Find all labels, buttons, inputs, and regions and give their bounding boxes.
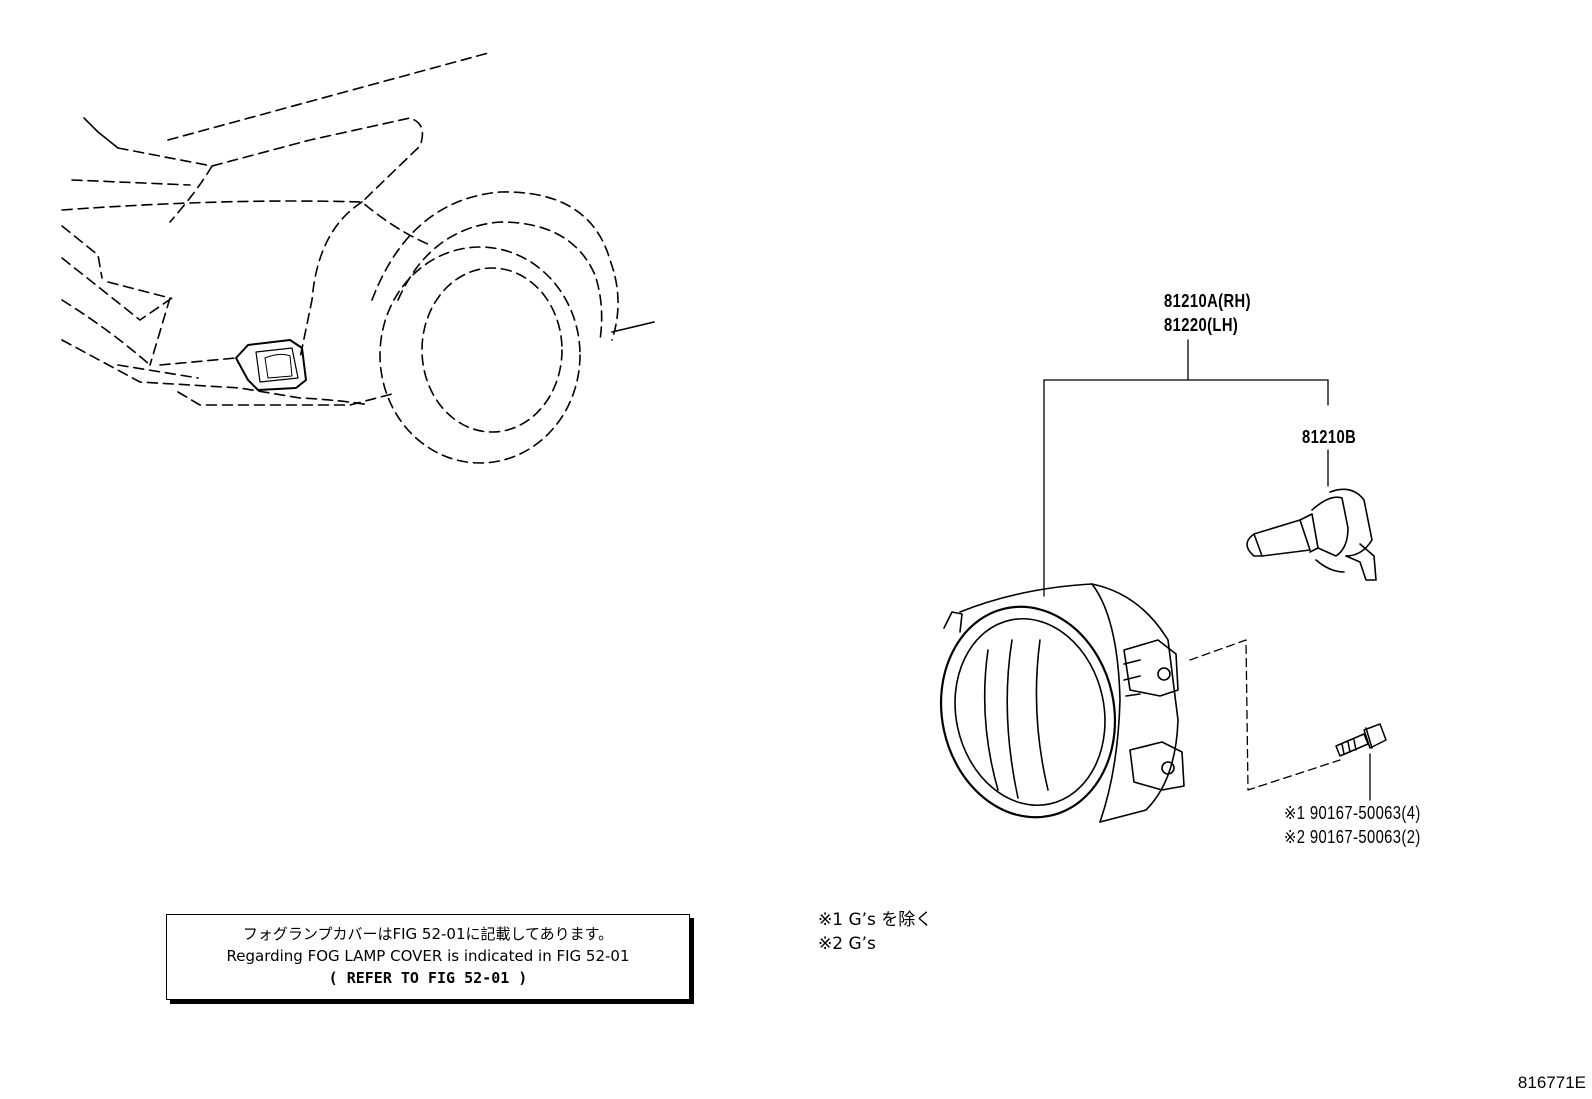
callout-bolt-2: ※2 90167-50063(2) — [1284, 827, 1421, 847]
legend-item-2: ※2 G’s — [818, 934, 876, 954]
vehicle-solid-lines — [83, 117, 655, 391]
note-refer: ( REFER TO FIG 52-01 ) — [328, 969, 528, 987]
callout-81220-lh: 81220(LH) — [1164, 315, 1239, 335]
legend-item-1: ※1 G’s を除く — [818, 910, 933, 930]
fog-lamp-assembly — [939, 583, 1185, 823]
callout-81210A-rh: 81210A(RH) — [1164, 291, 1251, 311]
note-japanese: フォグランプカバーはFIG 52-01に記載してあります。 — [242, 925, 614, 943]
vehicle-outline — [61, 51, 619, 464]
leader-lines — [1043, 339, 1371, 801]
bolt — [1335, 723, 1387, 757]
reference-note-box: フォグランプカバーはFIG 52-01に記載してあります。 Regarding … — [166, 914, 690, 1000]
figure-id: 816771E — [1517, 1073, 1586, 1092]
bolt-install-path — [1189, 639, 1341, 791]
callout-81210B-bulb: 81210B — [1302, 427, 1357, 447]
callout-bolt-1: ※1 90167-50063(4) — [1284, 803, 1421, 823]
bulb — [1246, 488, 1377, 581]
note-english: Regarding FOG LAMP COVER is indicated in… — [226, 947, 630, 965]
